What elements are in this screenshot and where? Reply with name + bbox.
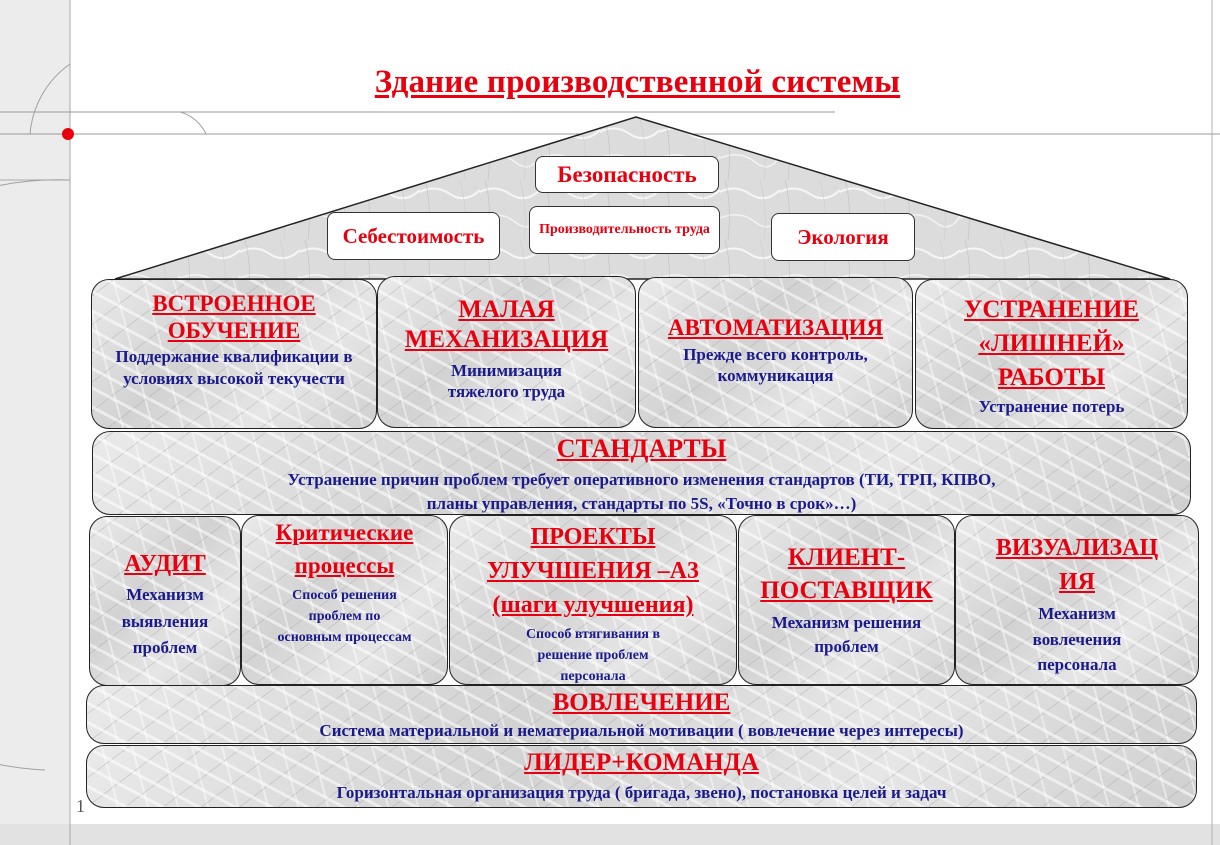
roof-label-safety: Безопасность — [535, 156, 719, 193]
pillar-heading: КЛИЕНТ- ПОСТАВЩИК — [760, 544, 933, 604]
pillar-heading: АВТОМАТИЗАЦИЯ — [667, 315, 884, 340]
band-text: Устранение причин проблем требует операт… — [287, 469, 996, 514]
pillar-visualization: ВИЗУАЛИЗАЦ ИЯ Механизм вовлечения персон… — [955, 515, 1199, 685]
band-leader-team: ЛИДЕР+КОМАНДА Горизонтальная организация… — [86, 745, 1197, 808]
pillar-automation: АВТОМАТИЗАЦИЯ Прежде всего контроль, ком… — [638, 277, 913, 428]
band-involvement: ВОВЛЕЧЕНИЕ Система материальной и немате… — [86, 685, 1197, 744]
pillar-audit: АУДИТ Механизм выявления проблем — [89, 516, 241, 686]
pillar-text: Прежде всего контроль, коммуникация — [683, 345, 868, 386]
pillar-text: Способ втягивания в решение проблем перс… — [525, 627, 661, 685]
band-heading: СТАНДАРТЫ — [556, 434, 727, 463]
pillar-critical-processes: Критические процессы Способ решения проб… — [241, 515, 448, 685]
pillar-built-in-training: ВСТРОЕННОЕ ОБУЧЕНИЕ Поддержание квалифик… — [91, 279, 377, 429]
pillar-heading: ПРОЕКТЫ УЛУЧШЕНИЯ –А3 (шаги улучшения) — [487, 524, 699, 619]
band-standards: СТАНДАРТЫ Устранение причин проблем треб… — [92, 431, 1191, 515]
pillar-text: Механизм выявления проблем — [121, 585, 209, 657]
pillar-client-supplier: КЛИЕНТ- ПОСТАВЩИК Механизм решения пробл… — [738, 515, 955, 685]
roof-label-cost: Себестоимость — [327, 212, 500, 260]
roof-label-ecology: Экология — [771, 213, 915, 261]
page-title: Здание производственной системы — [374, 64, 901, 100]
pillar-a3-projects: ПРОЕКТЫ УЛУЧШЕНИЯ –А3 (шаги улучшения) С… — [449, 515, 737, 685]
pillar-heading: МАЛАЯ МЕХАНИЗАЦИЯ — [404, 296, 609, 353]
pillar-heading: АУДИТ — [124, 551, 206, 577]
pillar-heading: Критические процессы — [275, 520, 414, 579]
pillar-heading: ВИЗУАЛИЗАЦ ИЯ — [995, 535, 1159, 595]
roof-label-productivity: Производительность труда — [529, 206, 720, 254]
pillar-text: Устранение потерь — [978, 397, 1125, 417]
pillar-text: Механизм вовлечения персонала — [1032, 604, 1122, 675]
page-number: 1 — [76, 796, 85, 816]
pillar-heading: УСТРАНЕНИЕ «ЛИШНЕЙ» РАБОТЫ — [964, 296, 1139, 391]
pillar-heading: ВСТРОЕННОЕ ОБУЧЕНИЕ — [152, 291, 316, 344]
pillar-text: Поддержание квалификации в условиях высо… — [115, 347, 353, 388]
pillar-small-mechanization: МАЛАЯ МЕХАНИЗАЦИЯ Минимизация тяжелого т… — [377, 276, 636, 428]
band-text: Горизонтальная организация труда ( брига… — [336, 782, 947, 802]
pillar-text: Механизм решения проблем — [771, 613, 922, 656]
pillar-waste-elimination: УСТРАНЕНИЕ «ЛИШНЕЙ» РАБОТЫ Устранение по… — [915, 279, 1188, 429]
pillar-text: Способ решения проблем по основным проце… — [277, 587, 412, 645]
band-text: Система материальной и нематериальной мо… — [319, 720, 964, 740]
band-heading: ЛИДЕР+КОМАНДА — [524, 749, 759, 776]
pillar-text: Минимизация тяжелого труда — [447, 361, 566, 402]
band-heading: ВОВЛЕЧЕНИЕ — [552, 689, 731, 716]
